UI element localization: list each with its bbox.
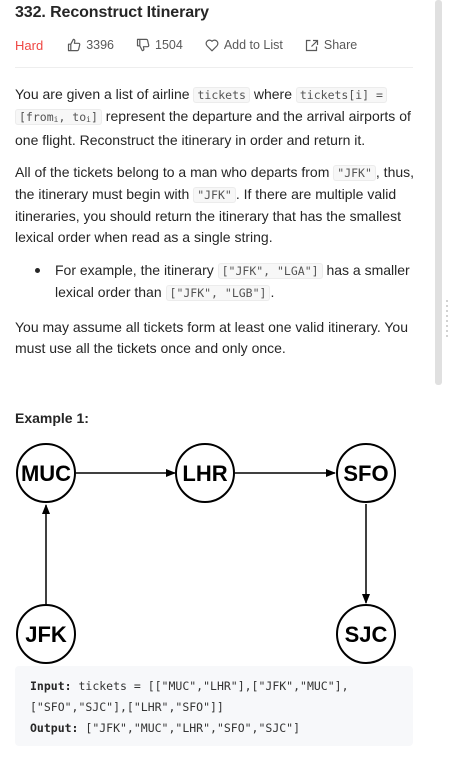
node-sjc: SJC — [336, 604, 396, 664]
problem-title: 332. Reconstruct Itinerary — [15, 4, 209, 21]
inline-code-jfk-2: "JFK" — [193, 187, 236, 203]
inline-code-jfk-1: "JFK" — [333, 165, 376, 181]
inline-code-tickets: tickets — [193, 87, 250, 103]
node-muc: MUC — [16, 443, 76, 503]
node-label-jfk: JFK — [25, 622, 67, 647]
node-jfk: JFK — [16, 604, 76, 664]
inline-code-jfk-lgb: ["JFK", "LGB"] — [165, 285, 271, 301]
example-1-code-block: Input: tickets = [["MUC","LHR"],["JFK","… — [15, 666, 413, 746]
itinerary-graph-diagram: MUC LHR SFO JFK SJC — [16, 443, 396, 664]
example-1-title: Example 1: — [15, 410, 89, 426]
add-to-list-label: Add to List — [223, 38, 283, 52]
inline-code-from-to: [fromi, toi] — [15, 109, 102, 125]
node-lhr: LHR — [175, 443, 235, 503]
node-label-lhr: LHR — [182, 461, 227, 486]
like-count: 3396 — [86, 38, 114, 52]
inline-code-jfk-lga: ["JFK", "LGA"] — [217, 263, 323, 279]
thumbs-down-icon — [136, 38, 150, 52]
bullet-text: For example, the itinerary ["JFK", "LGA"… — [55, 262, 410, 301]
share-label: Share — [323, 38, 358, 52]
inline-code-tickets-i: tickets[i] = — [295, 87, 387, 103]
description-paragraph-3: You may assume all tickets form at least… — [15, 319, 408, 356]
dislike-button[interactable]: 1504 — [136, 38, 183, 52]
bullet-dot — [35, 268, 40, 273]
problem-description-panel: 332. Reconstruct Itinerary Hard 3396 150… — [15, 4, 415, 746]
difficulty-badge: Hard — [15, 37, 44, 53]
description-paragraph-1: You are given a list of airline tickets … — [15, 86, 411, 148]
description-paragraph-2: All of the tickets belong to a man who d… — [15, 164, 415, 245]
header-divider — [15, 67, 413, 68]
add-to-list-button[interactable]: Add to List — [205, 38, 283, 52]
share-button[interactable]: Share — [305, 38, 357, 52]
dislike-count: 1504 — [155, 38, 183, 52]
problem-meta-bar: Hard 3396 1504 Add to List Share — [15, 37, 379, 53]
example-output-line: Output: ["JFK","MUC","LHR","SFO","SJC"] — [30, 721, 301, 735]
node-label-sjc: SJC — [345, 622, 388, 647]
node-label-sfo: SFO — [343, 461, 388, 486]
share-icon — [305, 39, 318, 51]
like-button[interactable]: 3396 — [67, 38, 114, 52]
example-input-line-2: ["SFO","SJC"],["LHR","SFO"]] — [30, 700, 224, 714]
panel-resize-handle[interactable] — [445, 300, 449, 346]
node-sfo: SFO — [336, 443, 396, 503]
example-input-line-1: Input: tickets = [["MUC","LHR"],["JFK","… — [30, 679, 349, 693]
panel-scrollbar[interactable] — [435, 0, 442, 385]
thumbs-up-icon — [68, 38, 81, 52]
node-label-muc: MUC — [21, 461, 71, 486]
heart-icon — [205, 39, 219, 51]
